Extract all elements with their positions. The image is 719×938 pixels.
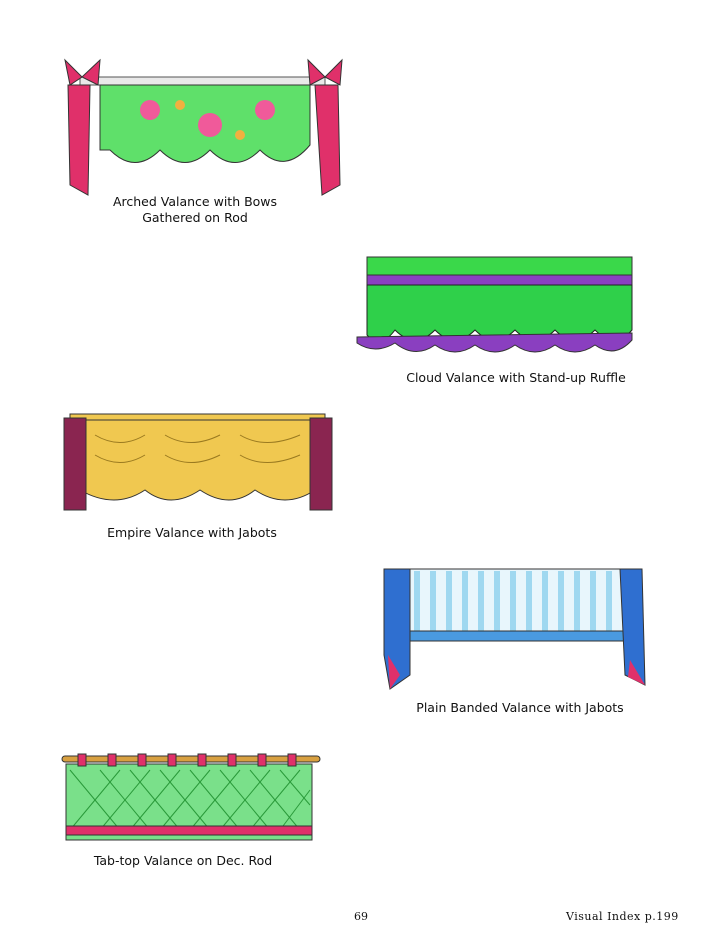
caption-line: Gathered on Rod — [142, 210, 248, 225]
plain-banded-valance-illustration — [383, 568, 646, 690]
caption-line: Tab-top Valance on Dec. Rod — [93, 853, 273, 868]
caption-arched-valance: Arched Valance with Bows Gathered on Rod — [95, 194, 295, 226]
page-number: 69 — [354, 910, 368, 923]
cloud-valance-illustration — [356, 256, 633, 353]
visual-index-reference: Visual Index p.199 — [566, 910, 679, 923]
caption-tab-top-valance: Tab-top Valance on Dec. Rod — [73, 853, 293, 869]
empire-valance-illustration — [63, 413, 333, 511]
caption-line: Cloud Valance with Stand-up Ruffle — [406, 370, 626, 385]
arched-valance-illustration — [64, 58, 343, 196]
caption-plain-banded-valance: Plain Banded Valance with Jabots — [400, 700, 640, 716]
caption-line: Empire Valance with Jabots — [107, 525, 277, 540]
caption-cloud-valance: Cloud Valance with Stand-up Ruffle — [396, 370, 636, 386]
caption-line: Plain Banded Valance with Jabots — [416, 700, 624, 715]
caption-line: Arched Valance with Bows — [112, 194, 278, 209]
tab-top-valance-illustration — [61, 753, 321, 841]
caption-empire-valance: Empire Valance with Jabots — [92, 525, 292, 541]
